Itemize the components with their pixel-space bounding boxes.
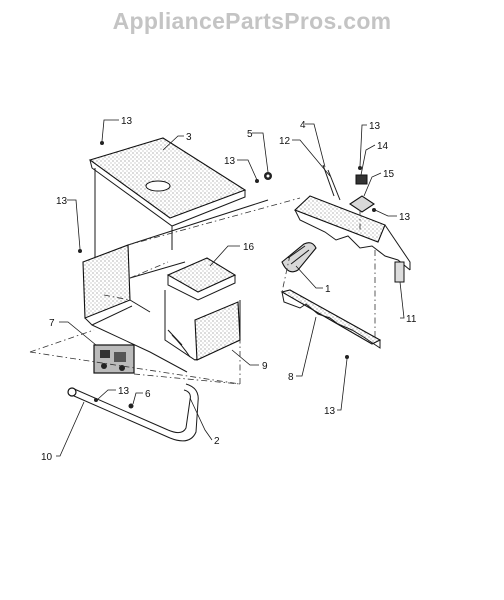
left-side-panel xyxy=(82,244,133,326)
callout-8: 8 xyxy=(288,372,294,383)
callout-13: 13 xyxy=(56,196,68,207)
top-cover-panel xyxy=(88,137,247,265)
callout-2: 2 xyxy=(214,436,220,447)
screw-icon xyxy=(78,141,376,409)
callout-15: 15 xyxy=(383,169,395,180)
callout-13: 13 xyxy=(121,116,133,127)
assembly-guide-lines xyxy=(29,197,376,385)
callout-3: 3 xyxy=(186,132,192,143)
orifice-fitting xyxy=(264,172,272,180)
callout-10: 10 xyxy=(41,452,53,463)
callout-13: 13 xyxy=(324,406,336,417)
callout-13: 13 xyxy=(399,212,411,223)
callout-13: 13 xyxy=(224,156,236,167)
housing-bracket xyxy=(164,290,241,361)
callout-12: 12 xyxy=(279,136,291,147)
base-frame xyxy=(91,199,269,373)
control-module xyxy=(166,257,237,301)
callout-leaders xyxy=(56,119,405,457)
callout-1: 1 xyxy=(325,284,331,295)
callout-13: 13 xyxy=(369,121,381,132)
callout-4: 4 xyxy=(300,120,306,131)
callout-5: 5 xyxy=(247,129,253,140)
callout-labels: 13 3 13 5 13 4 12 13 14 15 13 16 1 11 7 … xyxy=(41,116,417,463)
callout-16: 16 xyxy=(243,242,255,253)
callout-6: 6 xyxy=(145,389,151,400)
igniter-clip xyxy=(355,174,368,185)
gas-manifold-pipe xyxy=(67,383,199,442)
callout-11: 11 xyxy=(406,314,417,325)
lower-burner-bracket xyxy=(280,289,382,349)
burner-tube xyxy=(281,242,317,273)
upper-rail-bracket xyxy=(293,195,411,283)
site-watermark: AppliancePartsPros.com xyxy=(112,8,392,34)
callout-9: 9 xyxy=(262,361,268,372)
igniter-bracket xyxy=(349,195,375,213)
callout-14: 14 xyxy=(377,141,389,152)
gas-valve xyxy=(93,344,135,374)
callout-7: 7 xyxy=(49,318,55,329)
callout-13: 13 xyxy=(118,386,130,397)
